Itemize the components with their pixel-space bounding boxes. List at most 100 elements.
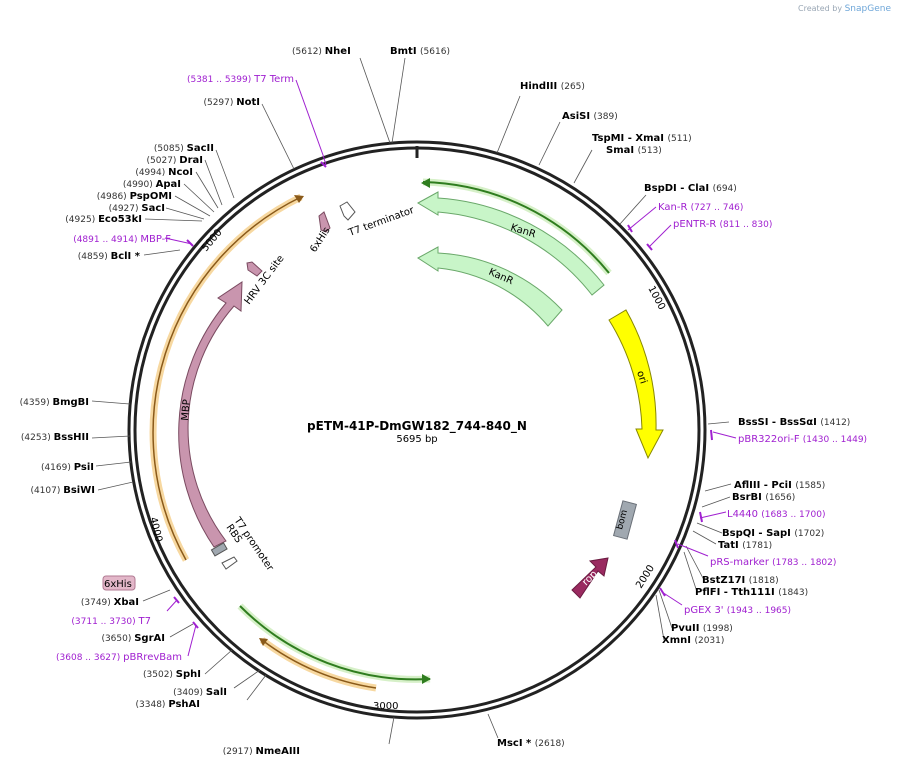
- primer-name: T7: [138, 616, 151, 627]
- site-name: BsrBI: [732, 492, 765, 503]
- site-label: (5027) DraI: [147, 155, 204, 166]
- site-name: SgrAI: [134, 633, 165, 644]
- site-label: AsiSI (389): [562, 111, 618, 122]
- site-name: SacI: [141, 203, 165, 214]
- site-label: (2917) NmeAIII: [223, 746, 300, 757]
- site-position: (4925): [65, 215, 98, 225]
- primer-name: pRS-marker: [710, 557, 772, 568]
- site-position: (5612): [292, 47, 325, 57]
- site-name: MscI *: [497, 738, 535, 749]
- site-name: PsiI: [74, 462, 94, 473]
- primer-position: (3711 .. 3730): [71, 617, 138, 627]
- site-position: (4169): [41, 463, 74, 473]
- primer-position: (1683 .. 1700): [761, 510, 825, 520]
- site-position: (1998): [703, 624, 733, 634]
- orf-arrow-orange-bottom: [259, 638, 268, 646]
- site-position: (4990): [123, 180, 156, 190]
- site-label: TatI (1781): [718, 540, 772, 551]
- site-name: ApaI: [156, 179, 181, 190]
- site-label: AflIII - PciI (1585): [734, 480, 825, 491]
- site-label: BsrBI (1656): [732, 492, 795, 503]
- primer-label: pGEX 3' (1943 .. 1965): [684, 605, 791, 616]
- site-name: SmaI: [606, 145, 638, 156]
- backbone-outer: [127, 140, 707, 720]
- plasmid-title: pETM-41P-DmGW182_744-840_N: [307, 419, 527, 434]
- kanr-arrow-inner: [417, 246, 563, 327]
- primer-position: (3608 .. 3627): [56, 653, 123, 663]
- primer-label: L4440 (1683 .. 1700): [727, 509, 825, 520]
- orf-line-left: [152, 196, 302, 561]
- site-label: (5085) SacII: [154, 143, 214, 154]
- site-name: SalI: [206, 687, 227, 698]
- site-name: PspOMI: [130, 191, 172, 202]
- primer-position: (727 .. 746): [691, 203, 744, 213]
- site-label: BspQI - SapI (1702): [722, 528, 824, 539]
- site-position: (1702): [794, 529, 824, 539]
- site-label: (4986) PspOMI: [97, 191, 172, 202]
- primer-label: (3711 .. 3730) T7: [71, 616, 151, 627]
- snapgene-logo-text: SnapGene: [844, 4, 891, 14]
- site-label: BspDI - ClaI (694): [644, 183, 737, 194]
- site-label: (4990) ApaI: [123, 179, 181, 190]
- site-label: (3502) SphI: [143, 669, 201, 680]
- site-position: (1412): [820, 418, 850, 428]
- orf-line-bottom: [239, 605, 431, 681]
- site-name: TspMI - XmaI: [592, 133, 667, 144]
- snapgene-brand: Created by SnapGene: [798, 4, 891, 14]
- primer-name: pENTR-R: [673, 219, 720, 230]
- site-label: (4359) BmgBI: [20, 397, 89, 408]
- orf-arrow-left: [294, 195, 304, 203]
- site-position: (513): [638, 146, 662, 156]
- primer-label: pRS-marker (1783 .. 1802): [710, 557, 836, 568]
- site-label: (5612) NheI: [292, 46, 351, 57]
- primer-name: L4440: [727, 509, 761, 520]
- site-name: BsiWI: [63, 485, 95, 496]
- t7-terminator-label: T7 terminator: [346, 205, 416, 240]
- primer-label: (3608 .. 3627) pBRrevBam: [56, 652, 182, 663]
- site-label: BmtI (5616): [390, 46, 450, 57]
- site-position: (1843): [778, 588, 808, 598]
- orf-arrow-bottom: [422, 674, 431, 684]
- site-name: TatI: [718, 540, 742, 551]
- site-position: (2618): [535, 739, 565, 749]
- primer-marks: [173, 161, 713, 629]
- primer-position: (811 .. 830): [720, 220, 773, 230]
- site-name: NheI: [325, 46, 351, 57]
- site-position: (4359): [20, 398, 53, 408]
- primer-position: (1783 .. 1802): [772, 558, 836, 568]
- site-name: BclI *: [111, 251, 141, 262]
- primer-position: (1430 .. 1449): [803, 435, 867, 445]
- hrv-arrow: [246, 261, 263, 277]
- site-label: HindIII (265): [520, 81, 585, 92]
- plasmid-size: 5695 bp: [396, 434, 437, 445]
- bom-box: [612, 500, 638, 540]
- t7-terminator-arrow: [339, 201, 356, 221]
- site-position: (3348): [136, 700, 169, 710]
- primer-name: pBR322ori-F: [738, 434, 803, 445]
- site-position: (4994): [135, 168, 168, 178]
- site-position: (2917): [223, 747, 256, 757]
- primer-name: MBP-F: [140, 234, 171, 245]
- created-by-text: Created by: [798, 4, 843, 13]
- mbp-label: MBP: [180, 399, 193, 421]
- his-inner-arrow: [318, 211, 331, 233]
- site-position: (4859): [78, 252, 111, 262]
- site-name: Eco53kI: [98, 214, 142, 225]
- site-position: (265): [561, 82, 585, 92]
- t7-promoter-arrow: [221, 556, 238, 570]
- kanr-arrow-outer: [416, 191, 605, 296]
- site-position: (3409): [173, 688, 206, 698]
- leader-lines: [91, 57, 732, 745]
- site-label: (4107) BsiWI: [30, 485, 95, 496]
- site-position: (2031): [694, 636, 724, 646]
- site-name: BstZ17I: [702, 575, 749, 586]
- primer-label: pENTR-R (811 .. 830): [673, 219, 772, 230]
- site-name: AflIII - PciI: [734, 480, 795, 491]
- site-label: PflFI - Tth111I (1843): [695, 587, 808, 598]
- site-position: (3502): [143, 670, 176, 680]
- site-position: (5085): [154, 144, 187, 154]
- site-label: (4253) BssHII: [21, 432, 89, 443]
- rop-arrow: [571, 557, 609, 599]
- orf-arc-orange-bottom: [259, 637, 377, 692]
